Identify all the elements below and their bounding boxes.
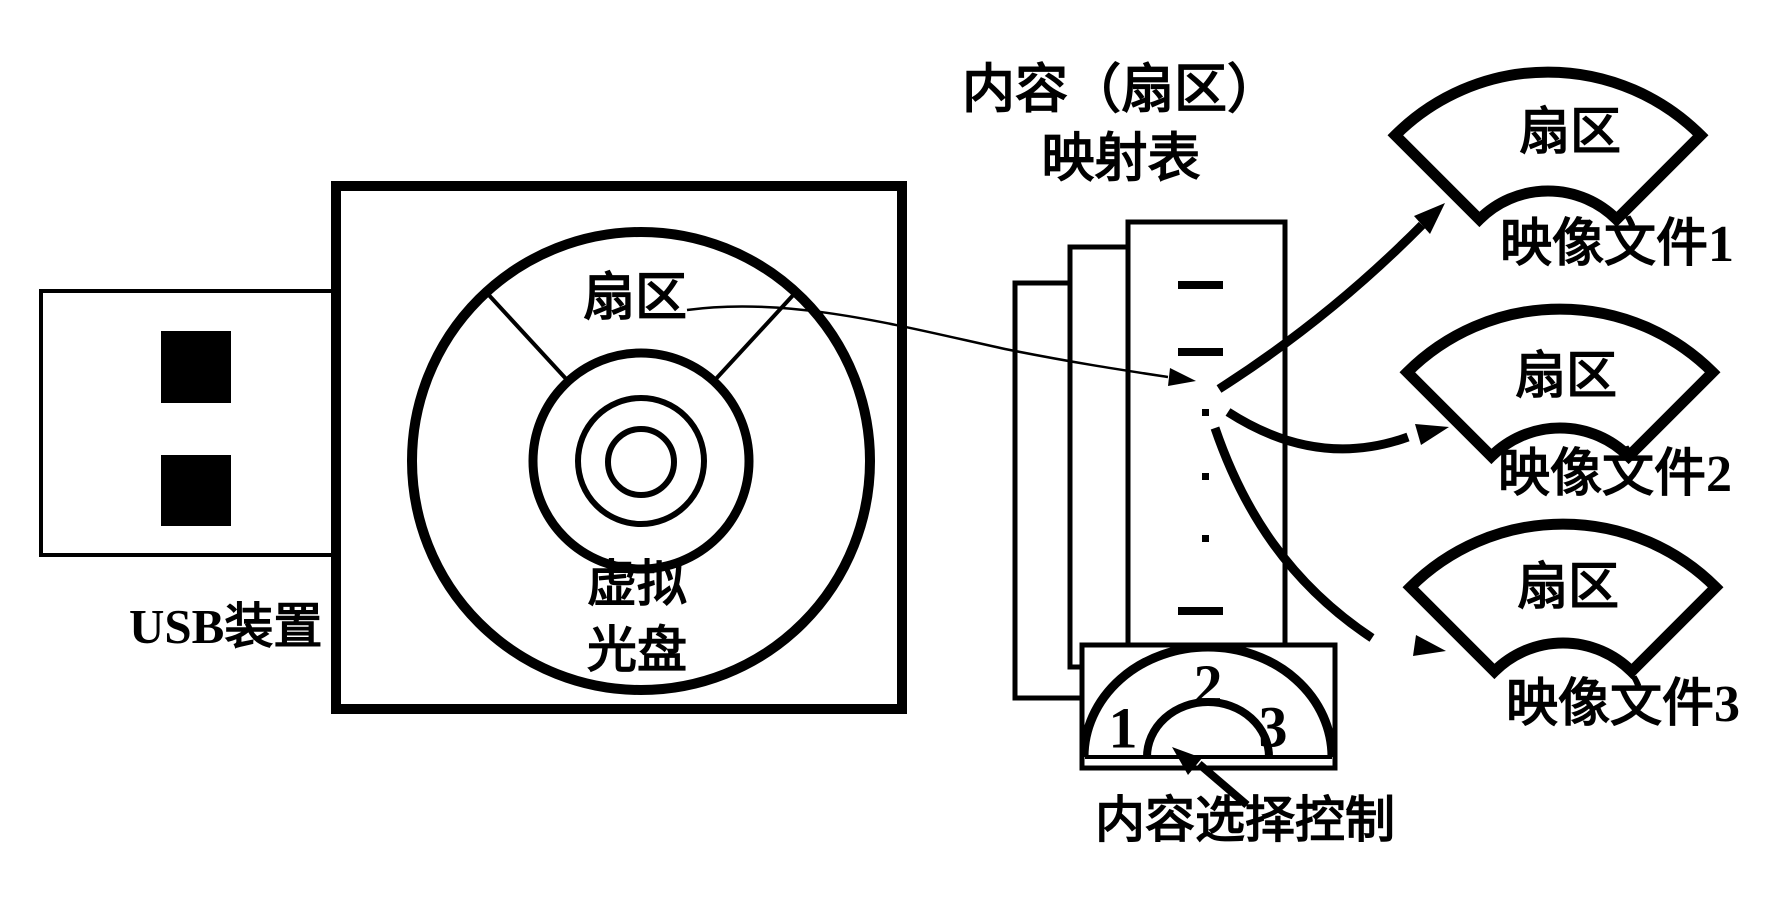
disc-outer-circle (407, 227, 875, 695)
selector-dial-inner-arc (1143, 698, 1273, 758)
selector-dial-outer-arc (1079, 642, 1337, 758)
usb-contact-pad-bottom (161, 455, 231, 526)
file3-label: 映像文件3 (1506, 676, 1741, 733)
selector-label: 内容选择控制 (1095, 792, 1395, 848)
table-ellipsis-dot-2 (1202, 473, 1209, 480)
arrow-table-to-file1-head (1414, 203, 1445, 234)
table-ellipsis-dot-1 (1202, 409, 1209, 416)
mapping-table-title: 内容（扇区） 映射表 (962, 56, 1280, 194)
sector-fan-file1 (1387, 66, 1709, 228)
disc-name-line2: 光盘 (587, 622, 687, 678)
disc-name-label: 虚拟 光盘 (587, 551, 687, 683)
arrow-table-to-file3-head (1413, 635, 1446, 656)
sector-divider-left (484, 290, 570, 383)
table-ellipsis-dot-3 (1202, 535, 1209, 542)
disc-sector-label: 扇区 (582, 270, 688, 327)
arrow-label-to-selector-head (1172, 747, 1202, 775)
arrow-sector-to-table-head (1168, 368, 1196, 386)
table-row-dash-3 (1178, 607, 1223, 615)
selector-position-3: 3 (1258, 694, 1288, 760)
mapping-table-title-line1: 内容（扇区） (962, 61, 1280, 119)
disc-name-line1: 虚拟 (587, 556, 687, 612)
disc-inner-circle (575, 395, 707, 527)
arrow-table-to-file2-head (1415, 424, 1449, 445)
arrow-table-to-file1 (1216, 221, 1426, 393)
selector-position-2: 2 (1193, 652, 1223, 718)
disc-center-hole (605, 426, 677, 498)
table-row-dash-1 (1178, 281, 1223, 289)
arrow-table-to-file3 (1210, 426, 1375, 642)
fan3-sector-label: 扇区 (1516, 560, 1620, 616)
disc-middle-circle (528, 348, 754, 574)
usb-device-label: USB装置 (129, 599, 323, 654)
arrow-label-to-selector (1196, 760, 1250, 809)
file2-label: 映像文件2 (1498, 446, 1733, 503)
file1-label: 映像文件1 (1500, 216, 1735, 273)
selector-position-1: 1 (1108, 695, 1138, 761)
sector-fan-file2 (1399, 303, 1721, 465)
fan2-sector-label: 扇区 (1514, 349, 1618, 405)
arrow-sector-to-table (686, 305, 1169, 379)
usb-contact-pad-top (161, 331, 231, 403)
sector-fan-file3 (1402, 518, 1724, 680)
fan1-sector-label: 扇区 (1518, 105, 1622, 161)
arrow-table-to-file2 (1225, 408, 1410, 454)
table-row-dash-2 (1178, 348, 1223, 356)
mapping-table-title-line2: 映射表 (1041, 130, 1201, 188)
mapping-table-page-front (1125, 219, 1288, 655)
